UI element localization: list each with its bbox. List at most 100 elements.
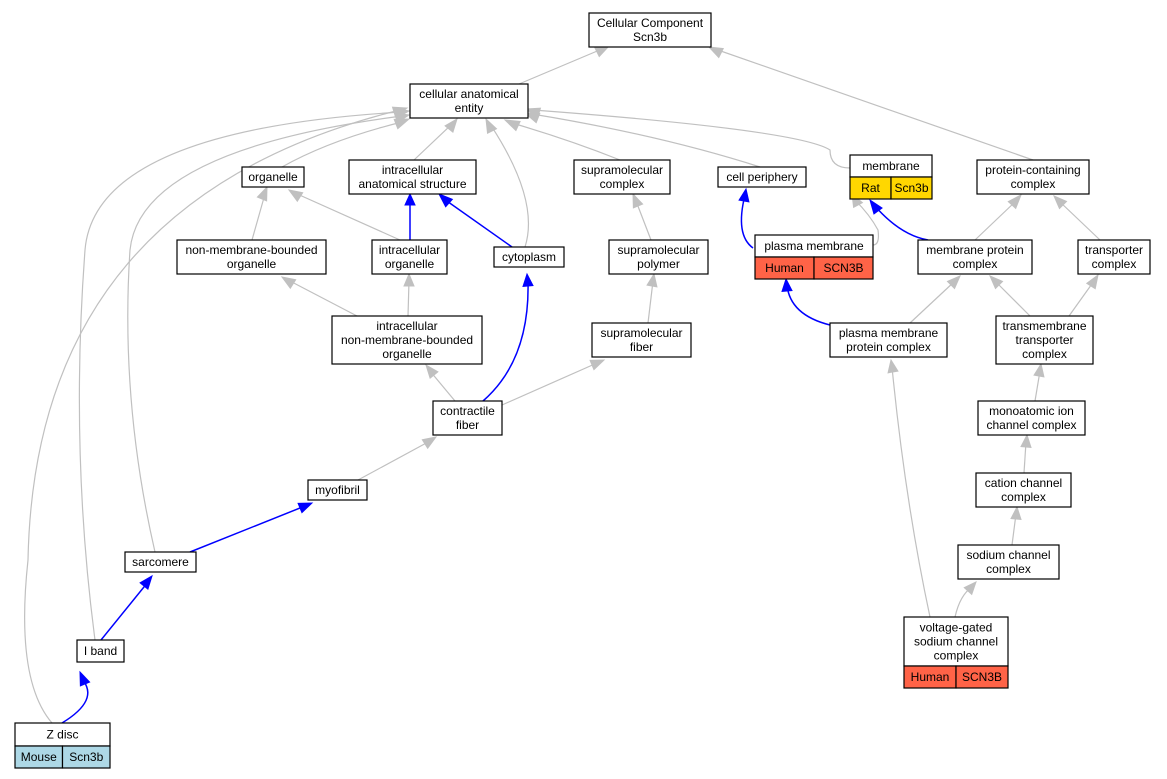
edge-pmpc-pm <box>781 277 831 326</box>
node-ccc-label-1: complex <box>1001 490 1046 504</box>
edge-pmpc-mpc-arrow <box>946 275 961 290</box>
node-ias-box <box>348 159 477 195</box>
edge-cf-cytoplasm-arrow <box>522 272 534 287</box>
node-root-label-1: Scn3b <box>633 30 667 44</box>
node-organelle-box <box>241 166 305 188</box>
node-cf-label-1: fiber <box>456 418 479 432</box>
edge-cae-root <box>518 45 611 85</box>
edge-cellper-cae <box>523 112 761 168</box>
node-ttc-label-1: transporter <box>1015 333 1073 347</box>
node-smc-label-1: complex <box>600 177 645 191</box>
edge-cytoplasm-cae <box>485 117 530 248</box>
edge-inmbo-io-arrow <box>403 272 415 287</box>
edge-ttc-tc-arrow <box>1085 273 1099 290</box>
edge-scc-ccc-arrow <box>1010 505 1022 520</box>
edge-myofibril-cf-line <box>357 440 431 481</box>
edge-smp-smc <box>632 192 652 241</box>
node-iband[interactable]: I band <box>76 639 125 663</box>
edge-vgsc-pmpc-line <box>891 366 931 618</box>
node-pcc-box <box>976 159 1090 195</box>
edge-mpc-pcc-arrow <box>1007 193 1022 210</box>
edge-sarcomere-myofibril-line <box>189 505 306 553</box>
node-smc-label-0: supramolecular <box>581 163 663 177</box>
node-mpc-label-1: complex <box>953 257 998 271</box>
node-smf-box <box>591 322 692 358</box>
node-ccc-label-0: cation channel <box>985 476 1062 490</box>
node-pmpc-label-1: protein complex <box>846 340 931 354</box>
edge-cytoplasm-cae-arrow <box>485 117 498 135</box>
edge-cytoplasm-ias-line <box>443 198 513 248</box>
node-smf-label-0: supramolecular <box>600 326 682 340</box>
node-vgsc-gene: SCN3B <box>962 670 1002 684</box>
node-myofibril[interactable]: myofibril <box>307 479 368 501</box>
edge-organelle-cae-line <box>281 121 403 168</box>
node-membrane-gene: Scn3b <box>894 181 928 195</box>
edge-iband-sarcomere-line <box>100 581 149 641</box>
node-vgsc-label-1: sodium channel <box>914 635 998 649</box>
edge-smf-smp <box>646 272 658 324</box>
node-cae-label-0: cellular anatomical <box>419 87 518 101</box>
node-inmbo-label-2: organelle <box>382 347 432 361</box>
edge-io-organelle <box>287 189 401 241</box>
edge-sarcomere-cae-line <box>127 115 403 553</box>
edge-smc-cae <box>503 119 621 161</box>
node-smp-box <box>608 239 709 275</box>
node-sarcomere-label-0: sarcomere <box>132 555 189 569</box>
node-cellper[interactable]: cell periphery <box>717 166 807 188</box>
node-organelle-label-0: organelle <box>248 170 298 184</box>
edge-smf-smp-line <box>647 280 654 324</box>
node-cf-box <box>432 400 503 436</box>
node-vgsc-label-2: complex <box>934 649 979 663</box>
node-cytoplasm-label-0: cytoplasm <box>502 250 556 264</box>
node-cytoplasm[interactable]: cytoplasm <box>493 246 565 268</box>
node-smp-label-1: polymer <box>637 257 680 271</box>
node-smp-label-0: supramolecular <box>617 243 699 257</box>
edge-smp-smc-arrow <box>632 192 644 209</box>
node-myofibril-label-0: myofibril <box>315 483 360 497</box>
edge-mpc-membrane-arrow <box>869 198 883 215</box>
edge-inmbo-nmbo <box>280 276 358 317</box>
node-inmbo-box <box>331 315 483 365</box>
node-cae-label-1: entity <box>455 101 484 115</box>
node-cellper-label-0: cell periphery <box>726 170 797 184</box>
node-sarcomere[interactable]: sarcomere <box>124 551 197 573</box>
edge-cf-smf-line <box>501 362 598 406</box>
node-organelle[interactable]: organelle <box>241 166 305 188</box>
edges-layer <box>24 45 1101 724</box>
node-sarcomere-box <box>124 551 197 573</box>
node-inmbo[interactable]: intracellularnon-membrane-boundedorganel… <box>331 315 483 365</box>
edge-mpc-pcc-line <box>974 200 1017 241</box>
node-ias-label-0: intracellular <box>382 163 443 177</box>
edge-mpc-membrane <box>869 198 929 241</box>
edge-cytoplasm-ias <box>437 193 513 248</box>
edge-smc-cae-line <box>511 122 621 161</box>
edge-cellper-cae-line <box>531 113 761 168</box>
edge-nmbo-organelle <box>251 185 268 241</box>
node-membrane-species: Rat <box>861 181 880 195</box>
node-scc-box <box>957 544 1060 580</box>
node-tc-label-0: transporter <box>1085 243 1143 257</box>
